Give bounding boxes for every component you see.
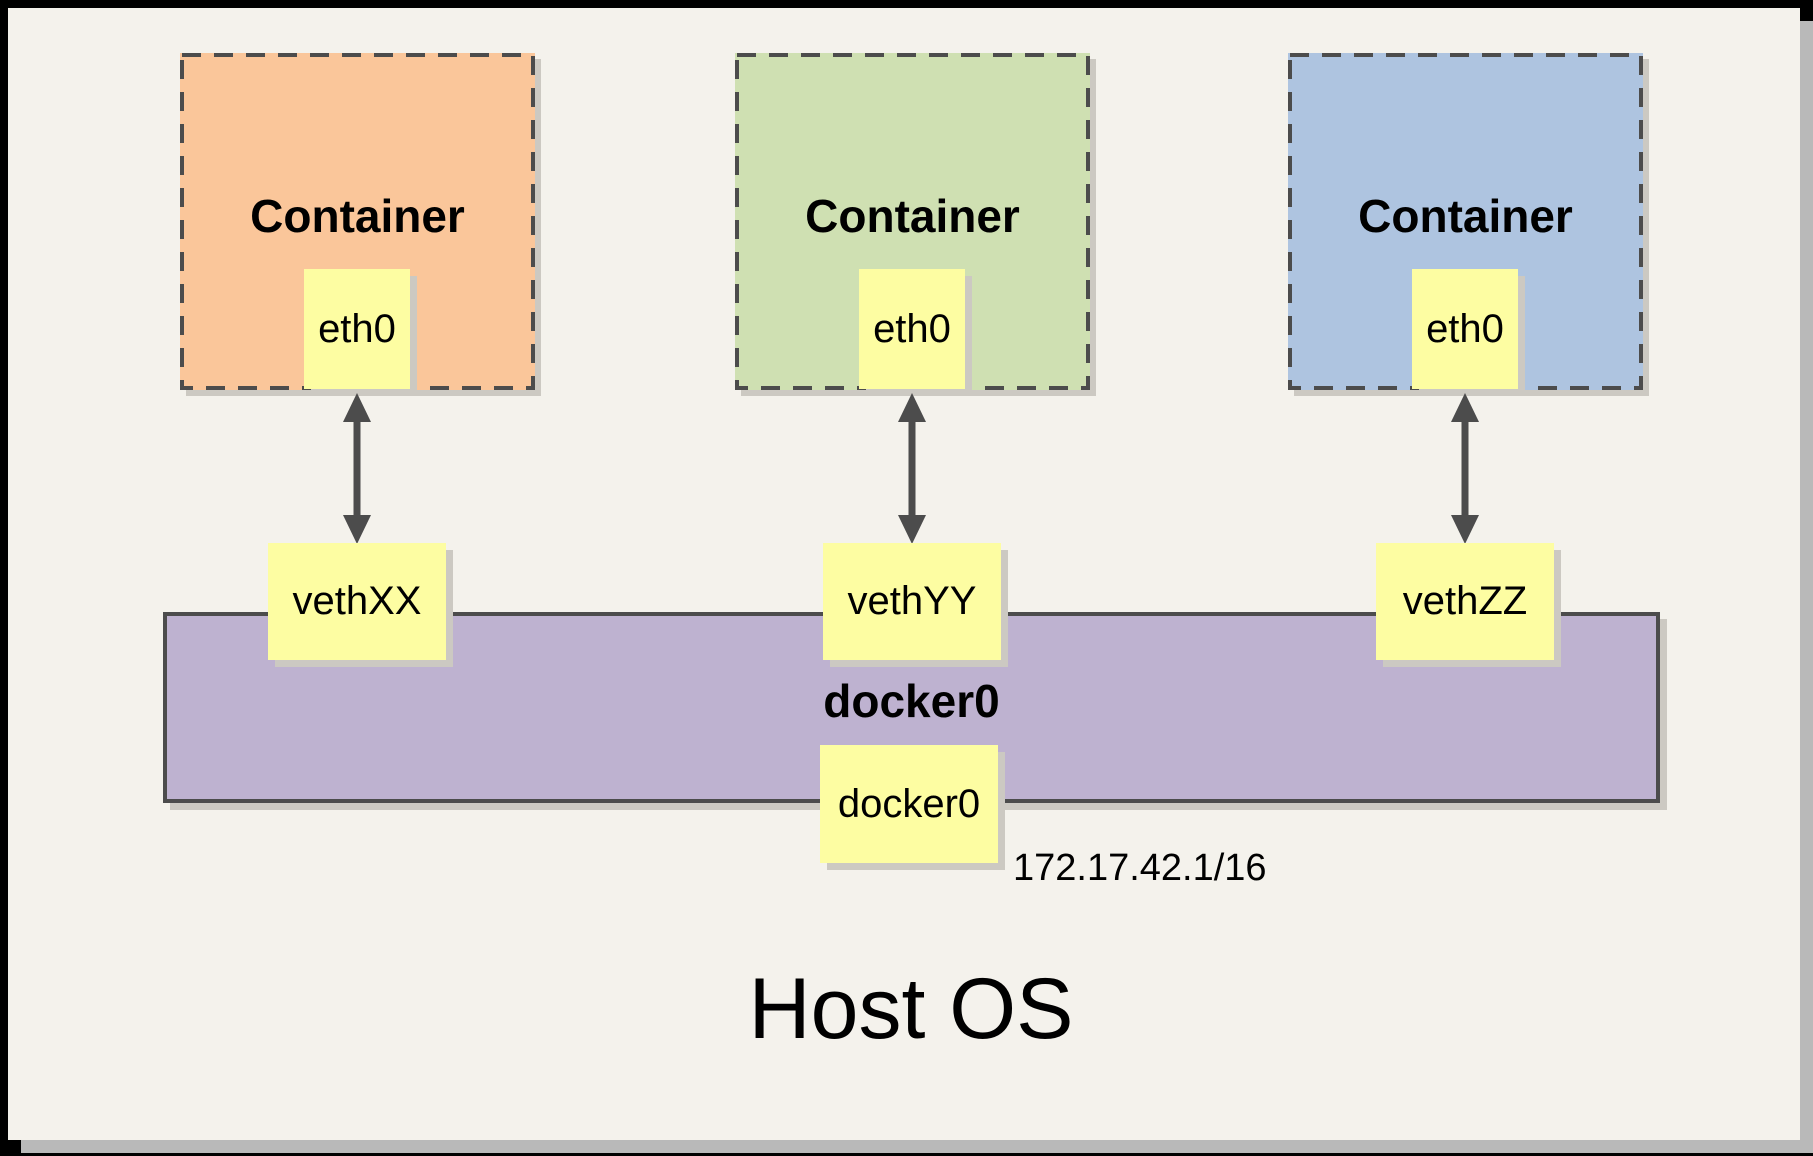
vethxx-note: vethXX xyxy=(268,543,446,660)
container-title: Container xyxy=(805,190,1020,242)
vethzz-note: vethZZ xyxy=(1376,543,1554,660)
docker0-interface-note: docker0 xyxy=(820,745,998,863)
double-headed-arrow-icon xyxy=(1451,393,1479,544)
container-title: Container xyxy=(1358,190,1573,242)
dashed-border xyxy=(180,53,535,390)
bridge-ip-label: 172.17.42.1/16 xyxy=(1013,847,1267,889)
container-title: Container xyxy=(250,190,465,242)
dashed-border xyxy=(1288,53,1643,390)
vethyy-note: vethYY xyxy=(823,543,1001,660)
docker0-bridge-title: docker0 xyxy=(823,675,1000,727)
double-headed-arrow-icon xyxy=(898,393,926,544)
host-os-page: Container Container Container eth0 eth0 … xyxy=(8,8,1800,1140)
eth0-note-1: eth0 xyxy=(304,269,410,389)
dashed-border xyxy=(735,53,1090,390)
eth0-note-2: eth0 xyxy=(859,269,965,389)
double-headed-arrow-icon xyxy=(343,393,371,544)
host-os-label: Host OS xyxy=(748,961,1074,1057)
eth0-note-3: eth0 xyxy=(1412,269,1518,389)
